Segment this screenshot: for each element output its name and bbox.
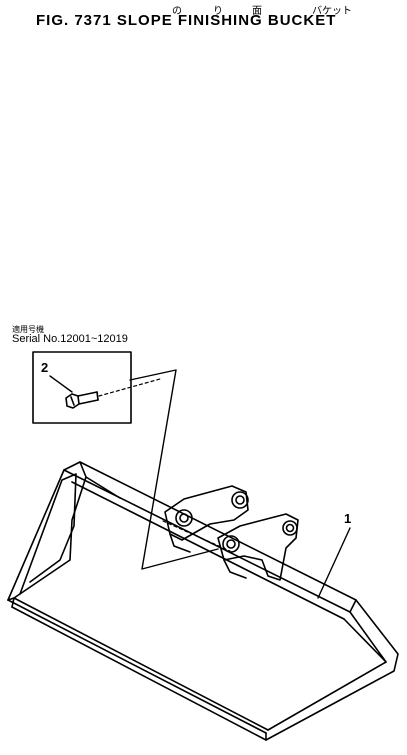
figure-title: FIG. 7371 SLOPE FINISHING BUCKET [36,12,337,29]
furigana-no: の [172,6,182,17]
furigana-bucket: バケット [312,6,352,17]
mounting-bracket-left [164,485,249,553]
serial-number-range: Serial No.12001~12019 [12,333,128,345]
furigana-ri: り [213,6,223,17]
mounting-bracket-right [217,513,299,581]
bolt-leader [49,375,73,393]
applicability-label: 適用号機 [12,325,44,334]
bucket-leader [317,527,351,599]
bolt-icon [65,391,99,409]
assembly-leader [129,369,219,570]
bucket-body [7,461,399,741]
bolt-axis-line [98,378,161,397]
callout-bolt: 2 [41,360,49,375]
furigana-men: 面 [252,6,262,17]
callout-bucket: 1 [344,511,352,526]
